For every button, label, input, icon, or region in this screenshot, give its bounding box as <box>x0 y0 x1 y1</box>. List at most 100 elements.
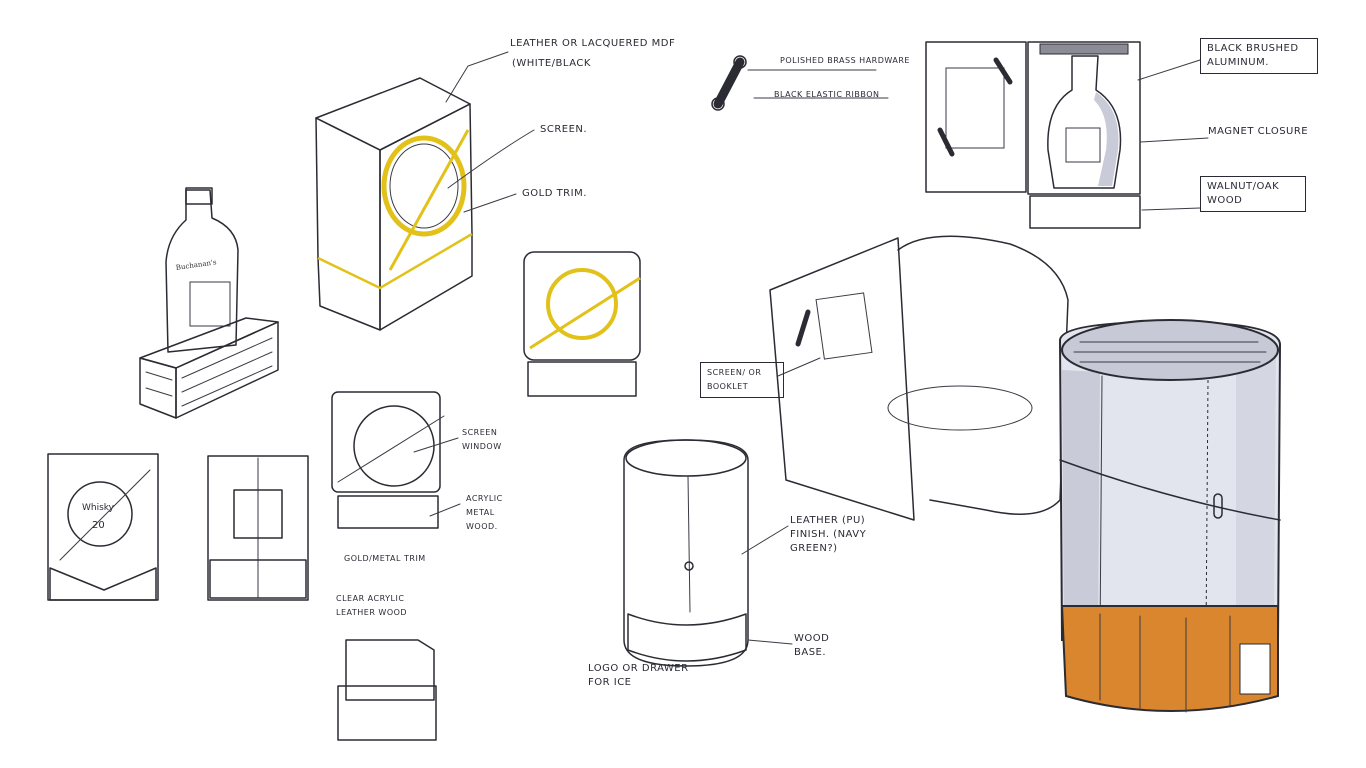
cube-gold-ring <box>381 135 467 237</box>
leader-black-brushed <box>1137 59 1201 81</box>
cube-wood-base-side <box>379 233 473 331</box>
large-pill-top-ribs <box>1073 341 1267 363</box>
bottle-label-window <box>189 281 231 327</box>
cabinet-door-strap-a <box>937 127 955 157</box>
cube-screen <box>389 143 459 229</box>
cabinet-wood-base <box>1029 195 1141 229</box>
label-acrylic-metal-wood: Acrylic metal wood. <box>466 494 503 531</box>
leader-magnet <box>1139 137 1209 143</box>
square-window-base <box>209 559 307 599</box>
acrylic-box-base <box>337 685 437 741</box>
base-front-face <box>139 357 177 419</box>
square-window-panel <box>207 455 309 601</box>
acrylic-box-top <box>345 639 435 701</box>
bottle-on-base-sketch: Buchanan's <box>139 187 279 419</box>
leader-leather-pu <box>741 525 789 555</box>
brass-rivet-top <box>733 55 747 69</box>
whisky-medallion <box>67 481 133 547</box>
cabinet-body <box>1027 41 1141 195</box>
large-pill-door-seam <box>1099 375 1103 641</box>
pill-cabinet-sketch <box>623 439 749 667</box>
open-pill-strap <box>795 309 811 347</box>
leader-screen-booklet <box>777 357 821 377</box>
open-pill-cabinet-sketch <box>769 235 1069 521</box>
whisky-diagonal <box>59 469 151 561</box>
leader-wood-base <box>747 639 793 645</box>
front-view-gold-ring <box>546 268 618 340</box>
whisky-base-fold <box>49 567 157 601</box>
front-view-gold-diagonal <box>529 276 641 350</box>
pill-handle <box>684 561 694 571</box>
label-clear-acrylic: Clear acrylic leather wood <box>336 594 408 617</box>
large-pill-wood-base <box>1060 605 1279 712</box>
whisky-front-sketch: Whisky 20 <box>47 453 159 601</box>
base-wood-grain <box>145 337 273 407</box>
label-magnet-closure: Magnet closure <box>1208 126 1309 137</box>
round-window-screen <box>353 405 435 487</box>
cabinet-bottle-label <box>1065 127 1101 163</box>
leader-brass <box>747 69 889 99</box>
round-window-diagonal <box>337 415 445 483</box>
cube-box-sketch <box>315 77 473 331</box>
cube-gold-diagonal <box>388 129 470 271</box>
leader-lines <box>413 51 1209 645</box>
label-leather-pu: Leather (PU) finish. (Navy green?) <box>790 515 867 554</box>
pill-door-seam <box>687 475 691 613</box>
leader-walnut <box>1141 207 1201 211</box>
square-window-sketch <box>207 455 309 601</box>
brass-rivet-bottom <box>711 97 725 111</box>
whisky-medallion-title: Whisky <box>82 503 115 513</box>
leader-gold-trim <box>463 193 517 213</box>
square-window-screen <box>233 489 283 539</box>
bottle-outline <box>165 189 239 353</box>
cube-wood-base-front <box>317 257 381 331</box>
bottle-brand-label: Buchanan's <box>175 258 217 272</box>
acrylic-box-sketch <box>337 639 437 741</box>
round-window-panel <box>331 391 441 493</box>
large-pill-wood-grain <box>1099 613 1231 713</box>
pill-wood-base <box>627 613 747 662</box>
large-pill-handle <box>1213 493 1223 519</box>
cabinet-door-strap-b <box>993 57 1013 85</box>
cabinet-bottle-shadow <box>1094 92 1119 186</box>
pill-top <box>625 439 747 477</box>
cabinet-door-panel <box>945 67 1005 149</box>
round-window-base <box>337 495 439 529</box>
leader-acrylic <box>429 503 461 517</box>
label-screen-window: Screen window <box>462 428 502 451</box>
round-window-sketch <box>331 391 445 529</box>
front-view-ring-sketch <box>523 251 641 397</box>
large-pill-stitch <box>1205 379 1209 637</box>
cabinet-bottle <box>1047 55 1122 189</box>
pill-body <box>623 439 749 667</box>
open-cabinet-sketch <box>925 41 1141 229</box>
open-pill-body <box>897 235 1069 515</box>
label-wood-base: Wood base. <box>794 633 830 658</box>
large-pill-strap <box>1059 459 1281 521</box>
cube-top <box>315 77 471 151</box>
cabinet-aluminum-top <box>1039 43 1129 55</box>
large-pill-shade-right <box>1236 356 1276 636</box>
label-screen-booklet: Screen/ or booklet <box>700 362 784 398</box>
base-side-face <box>175 321 279 419</box>
label-black-brushed: Black brushed aluminum. <box>1200 38 1318 74</box>
label-black-elastic: Black elastic ribbon <box>774 90 880 99</box>
front-view-panel <box>523 251 641 361</box>
whisky-medallion-years: 20 <box>92 520 105 531</box>
large-pill-shade <box>1062 370 1100 636</box>
label-logo-drawer: Logo or drawer for ice <box>588 663 689 688</box>
large-pill-logo-plate <box>1239 643 1271 695</box>
label-polished-brass: Polished brass hardware <box>780 56 910 65</box>
label-white-black: (White/Black <box>512 58 591 69</box>
large-pill-cabinet-sketch <box>1058 319 1282 713</box>
label-walnut-oak: Walnut/Oak wood <box>1200 176 1306 212</box>
label-gold-metal-trim: Gold/metal trim <box>344 554 426 563</box>
elastic-ribbon <box>713 57 745 109</box>
open-pill-shelf <box>887 385 1033 431</box>
front-view-wood-base <box>527 361 637 397</box>
label-screen: Screen. <box>540 124 588 135</box>
label-leather-mdf: Leather or lacquered MDF <box>510 38 676 49</box>
label-gold-trim: Gold trim. <box>522 188 587 199</box>
